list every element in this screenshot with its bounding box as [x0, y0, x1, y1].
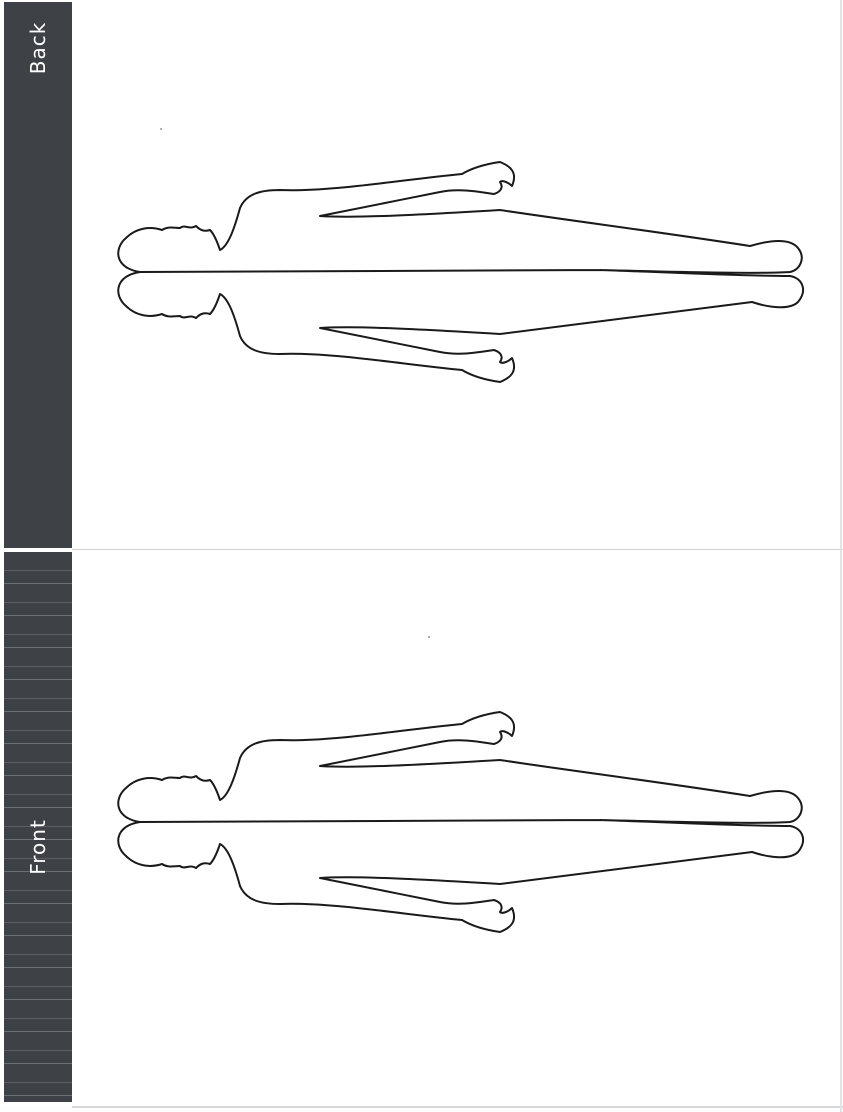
front-figure-icon[interactable]	[100, 702, 810, 942]
right-edge-line	[840, 0, 842, 1112]
back-label-strip: Back	[4, 2, 72, 548]
front-label-strip: Front	[4, 552, 72, 1102]
scan-speck	[160, 128, 162, 130]
back-panel: Back	[0, 0, 843, 550]
front-panel: Front	[0, 550, 843, 1106]
front-body-outline	[100, 702, 810, 942]
back-body-outline	[100, 152, 810, 392]
bottom-edge-line	[72, 1106, 843, 1108]
back-figure-icon[interactable]	[100, 152, 810, 392]
front-label: Front	[26, 819, 50, 875]
back-label: Back	[26, 22, 50, 75]
scan-speck	[428, 636, 430, 638]
